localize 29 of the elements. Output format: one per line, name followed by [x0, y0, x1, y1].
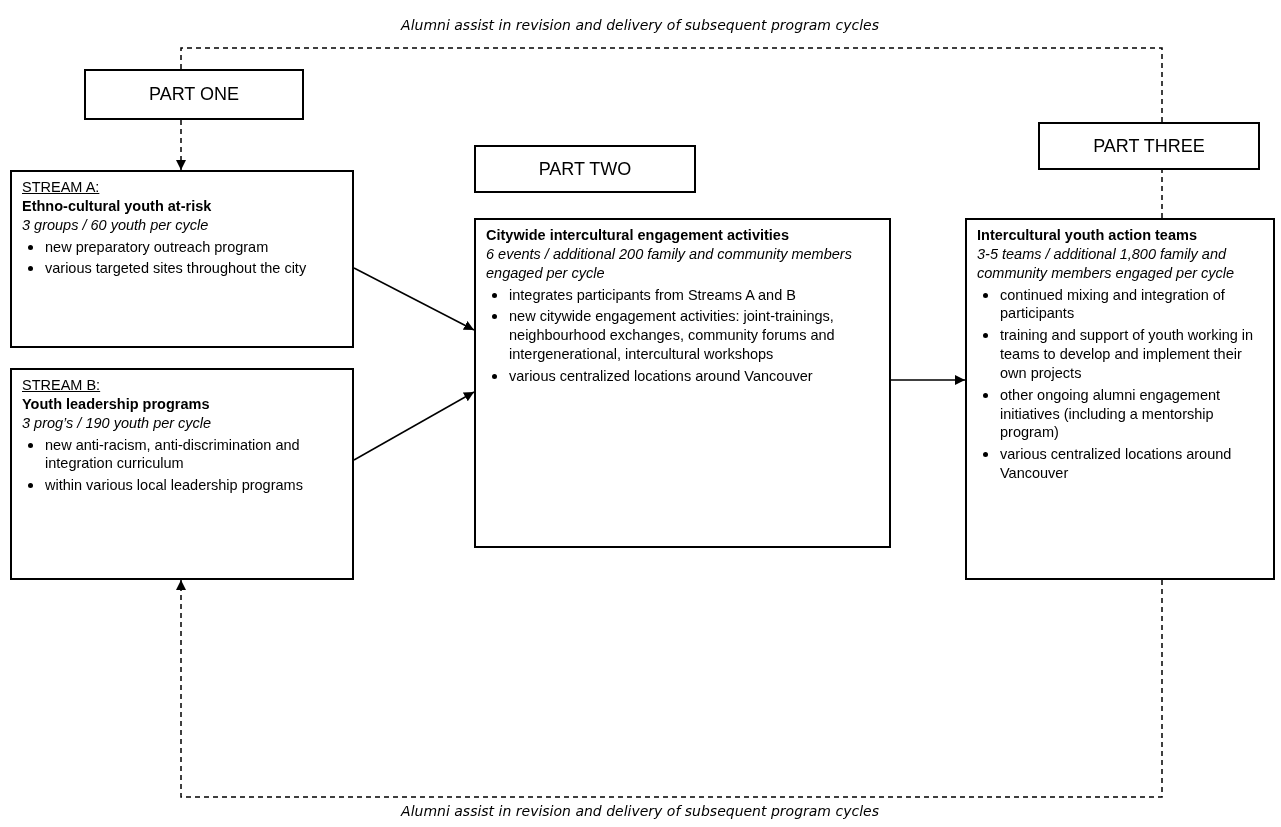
bullet-item: integrates participants from Streams A and B — [509, 285, 796, 305]
program-box — [965, 218, 1275, 580]
participation-note: 3 prog’s / 190 youth per cycle — [22, 413, 213, 433]
stream-heading: STREAM A: — [22, 178, 101, 197]
bullet-item: various centralized locations around Vancouver — [1000, 445, 1233, 483]
box-title: Intercultural youth action teams — [977, 226, 1198, 245]
dashed-arrow — [176, 119, 186, 171]
part-label-box: PART THREE — [1038, 122, 1260, 170]
bullet-item: various centralized locations around Vancouver — [509, 366, 813, 386]
edge-label: Alumni assist in revision and delivery of subsequent program cycles — [401, 803, 879, 819]
program-box — [10, 170, 354, 348]
bullet-item: various targeted sites throughout the city — [45, 259, 307, 279]
program-box — [10, 368, 354, 580]
participation-note: 3 groups / 60 youth per cycle — [22, 215, 210, 235]
stream-heading: STREAM B: — [22, 376, 102, 395]
bullet-item: other ongoing alumni engagement initiatives (including a mentorship program) — [1000, 385, 1222, 443]
part-label-box: PART ONE — [84, 69, 304, 120]
box-title: Ethno-cultural youth at-risk — [22, 196, 213, 216]
arrow — [890, 375, 966, 385]
arrow — [353, 267, 475, 331]
edge-label: Alumni assist in revision and delivery of subsequent program cycles — [401, 17, 879, 33]
arrow — [353, 391, 475, 461]
program-box — [474, 218, 891, 548]
box-title: Citywide intercultural engagement activities — [486, 226, 790, 245]
dashed-arrow — [176, 579, 1163, 798]
box-title: Youth leadership programs — [22, 394, 211, 414]
bullet-item: new preparatory outreach program — [45, 237, 269, 257]
bullet-item: within various local leadership programs — [45, 476, 303, 496]
part-label-box: PART TWO — [474, 145, 696, 193]
